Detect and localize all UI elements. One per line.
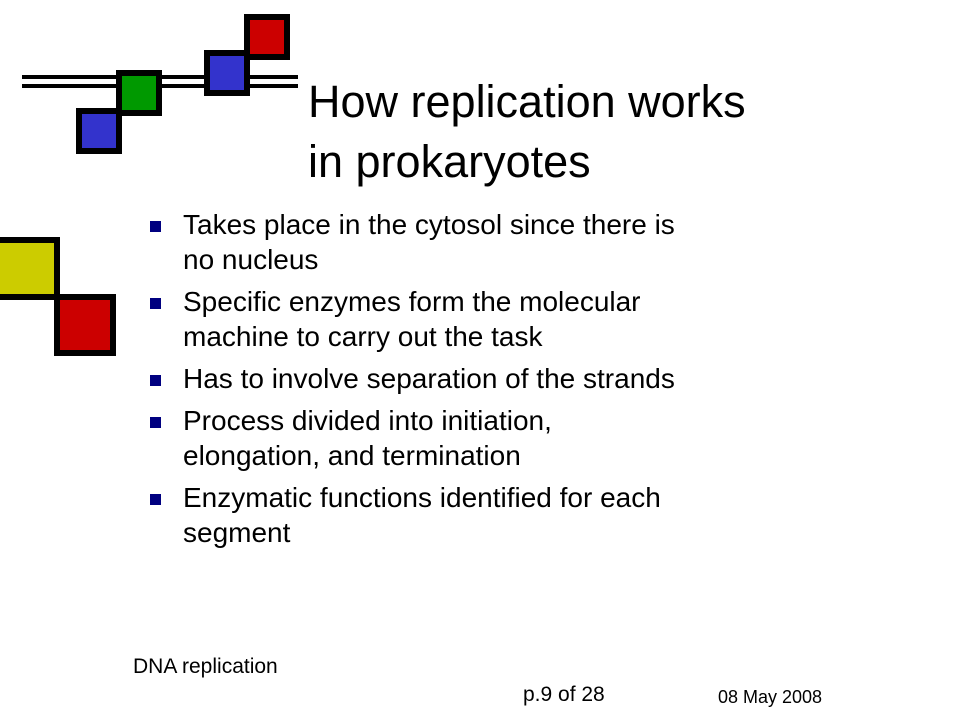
bullet-text: no nucleus <box>183 244 319 275</box>
decor-square-green <box>116 70 162 116</box>
square-bullet-icon <box>150 221 161 232</box>
footer-date: 08 May 2008 <box>718 687 823 707</box>
bullet-item: Specific enzymes form the molecular mach… <box>150 284 870 354</box>
bullet-text: Takes place in the cytosol since there i… <box>183 209 675 240</box>
bullet-text: Has to involve separation of the strands <box>183 363 675 394</box>
slide-title-line: How replication works <box>308 76 746 127</box>
decor-square-yellow <box>0 237 60 300</box>
bullet-text: Enzymatic functions identified for each <box>183 482 661 513</box>
bullet-item: Process divided into initiation, elongat… <box>150 403 870 473</box>
footer-page-number: p.9 of 28 <box>523 683 605 706</box>
footer-topic: DNA replication <box>133 655 278 678</box>
bullet-text: segment <box>183 517 291 548</box>
bullet-item: Takes place in the cytosol since there i… <box>150 207 870 277</box>
bullet-item: Enzymatic functions identified for each … <box>150 480 870 550</box>
slide-title-line: in prokaryotes <box>308 136 591 187</box>
square-bullet-icon <box>150 375 161 386</box>
bullet-text: machine to carry out the task <box>183 321 543 352</box>
square-bullet-icon <box>150 494 161 505</box>
bullet-item: Has to involve separation of the strands <box>150 361 870 396</box>
square-bullet-icon <box>150 417 161 428</box>
bullet-text: elongation, and termination <box>183 440 521 471</box>
bullet-text: Process divided into initiation, <box>183 405 552 436</box>
decor-square-red <box>244 14 290 60</box>
bullet-list: Takes place in the cytosol since there i… <box>150 207 870 557</box>
slide-title: How replication works in prokaryotes <box>308 72 948 192</box>
decor-square-blue <box>76 108 122 154</box>
bullet-text: Specific enzymes form the molecular <box>183 286 641 317</box>
square-bullet-icon <box>150 298 161 309</box>
decor-square-blue <box>204 50 250 96</box>
decor-square-red <box>54 294 116 356</box>
